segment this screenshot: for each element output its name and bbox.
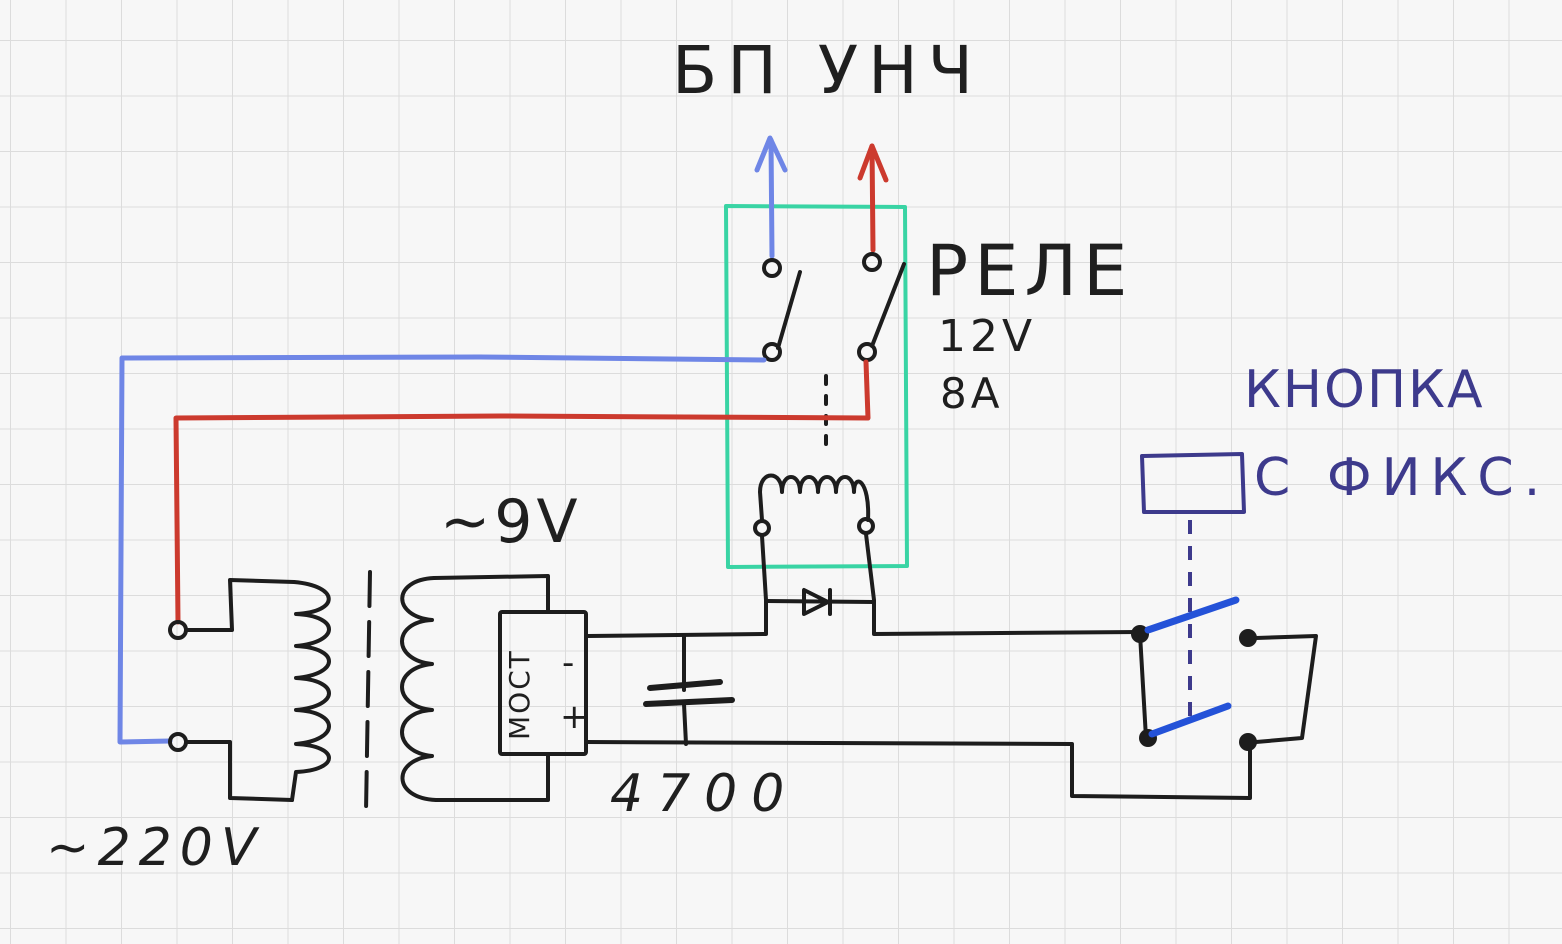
mains-terminal-bottom — [168, 732, 188, 752]
capacitor — [584, 634, 1252, 800]
relay-label: РЕЛЕ — [926, 230, 1134, 312]
output-arrow-blue — [754, 135, 788, 259]
transformer-primary — [184, 578, 331, 802]
bridge-plus-label: + — [560, 697, 593, 737]
transformer-core — [364, 570, 372, 814]
relay-current-label: 8A — [940, 369, 1004, 418]
wire-coil-left — [586, 534, 768, 638]
bridge-rectifier-box — [498, 610, 588, 756]
capacitor-label: 4700 — [610, 764, 799, 824]
diode — [764, 588, 876, 616]
bridge-label: МОСТ — [503, 649, 536, 740]
button-contacts — [1131, 625, 1318, 751]
button-switch-blades — [1144, 596, 1240, 738]
wire-blue-mains — [117, 354, 767, 745]
relay-voltage-label: 12V — [938, 311, 1037, 362]
relay-outline — [724, 204, 909, 569]
mains-voltage-label: ~220V — [46, 818, 265, 878]
wire-red-mains — [173, 359, 871, 625]
bridge-minus-label: - — [562, 643, 579, 683]
relay-coil — [753, 473, 875, 537]
relay-contacts — [762, 252, 906, 362]
button-label-line1: КНОПКА — [1244, 360, 1485, 420]
output-arrow-red — [857, 143, 889, 253]
transformer-secondary — [400, 574, 550, 802]
button-label-line2: С ФИКС. — [1254, 448, 1551, 508]
wire-coil-right — [864, 532, 1142, 636]
button-body — [1140, 452, 1246, 724]
diagram-title: БП УНЧ — [672, 32, 983, 109]
secondary-voltage-label: ~9V — [440, 487, 582, 557]
